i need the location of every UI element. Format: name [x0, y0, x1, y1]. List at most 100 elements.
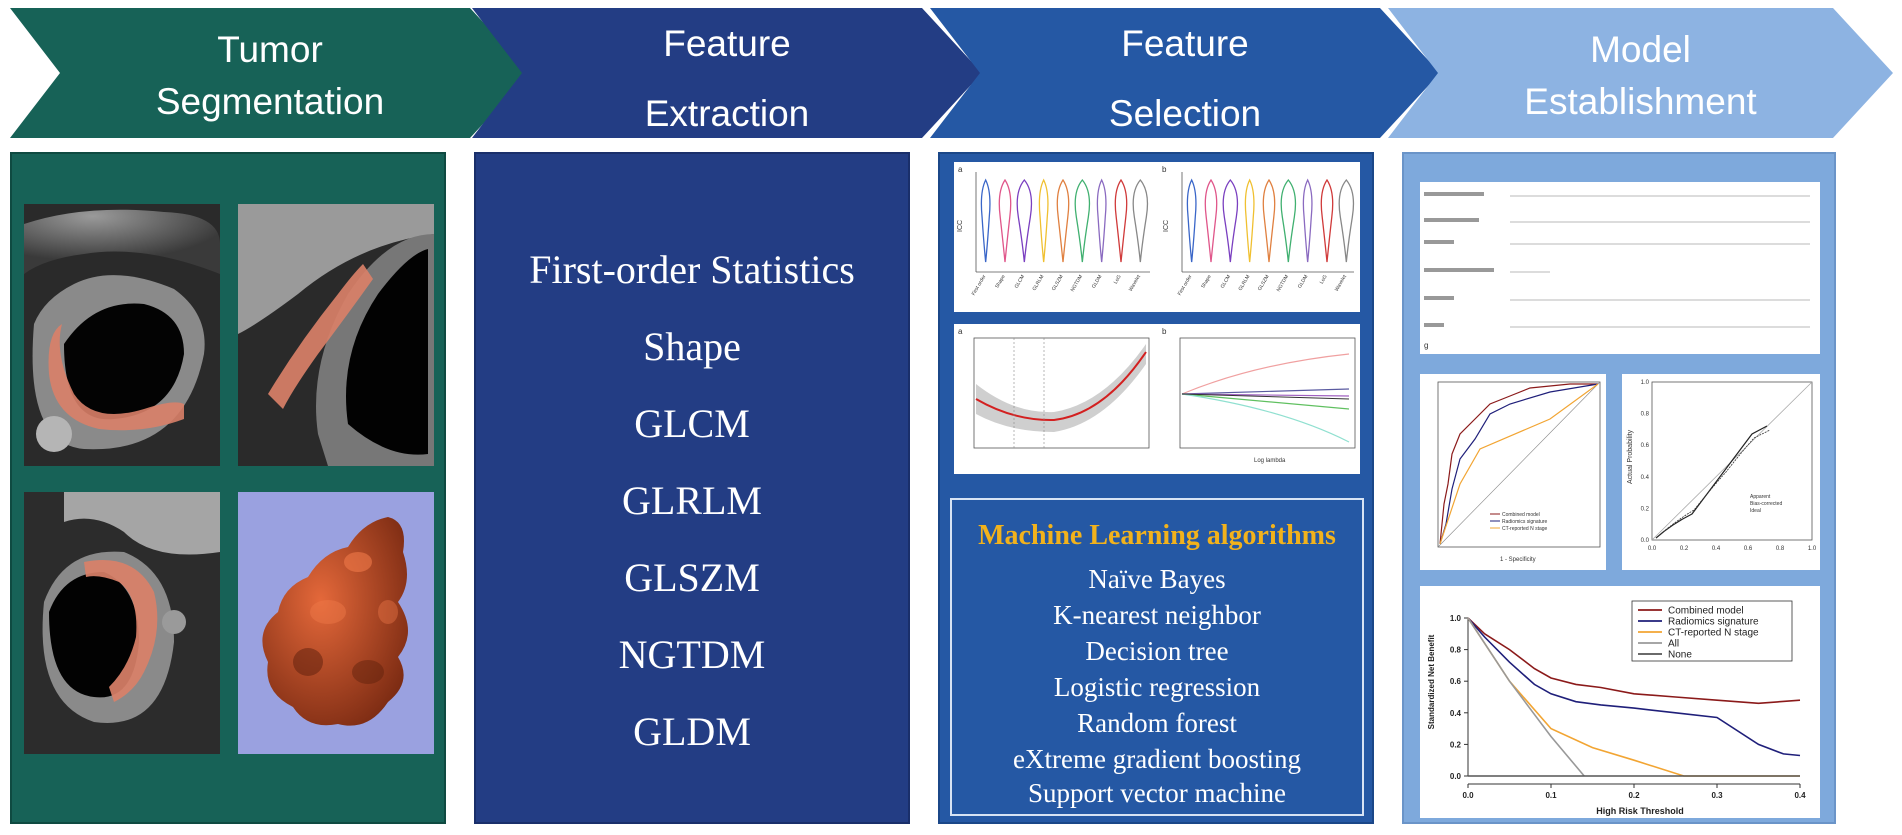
violin-shape	[1016, 178, 1033, 263]
dca-legend-label: Combined model	[1668, 606, 1744, 617]
chevron-shape	[930, 8, 1440, 138]
feature-class-item: GLDM	[633, 709, 751, 754]
violin-category-label: First order	[1177, 274, 1194, 297]
violin-shape	[1132, 178, 1149, 263]
stage-title-line2: Extraction	[644, 93, 810, 134]
ml-algorithm-item: Naïve Bayes	[1088, 564, 1226, 594]
violin-shape	[1114, 178, 1128, 263]
violin-category-label: First order	[971, 274, 988, 297]
stage-title-line1: Model	[1590, 29, 1691, 70]
calibration-x-tick-label: 0.4	[1712, 546, 1721, 552]
ml-algorithm-item: Decision tree	[1085, 636, 1229, 666]
calibration-legend-item: Apparent	[1750, 494, 1771, 500]
chevron-shape	[1388, 8, 1893, 138]
dca-y-tick-label: 0.4	[1450, 709, 1462, 718]
roc-legend-item: Radiomics signature	[1502, 519, 1548, 525]
violin-shape	[1302, 178, 1313, 263]
dca-legend-label: CT-reported N stage	[1668, 628, 1759, 639]
violin-a-ylabel: ICC	[957, 220, 964, 232]
ml-algorithms-box: Machine Learning algorithms Naïve Bayes …	[950, 498, 1364, 816]
lasso-b-xlabel: Log lambda	[1254, 458, 1286, 464]
violin-category-label: NGTDM	[1276, 274, 1290, 293]
dca-y-tick-label: 0.0	[1450, 772, 1462, 781]
nomogram: g	[1424, 192, 1810, 350]
feature-class-item: GLRLM	[622, 478, 762, 523]
dca-xlabel: High Risk Threshold	[1596, 806, 1684, 816]
stage-title-line2: Segmentation	[155, 81, 385, 122]
stage-title-line1: Feature	[1121, 23, 1249, 64]
violin-shape	[1056, 178, 1070, 263]
violin-category-label: NGTDM	[1070, 274, 1084, 293]
calibration-x-tick-label: 0.2	[1680, 546, 1689, 552]
violin-shape	[1244, 178, 1255, 263]
dca-legend-label: All	[1668, 639, 1679, 650]
dca-legend-label: None	[1668, 650, 1692, 661]
stage-title-line1: Feature	[663, 23, 791, 64]
ml-algorithm-item: Logistic regression	[1053, 672, 1261, 702]
dca-series-line	[1467, 617, 1585, 777]
dca-ylabel: Standardized Net Benefit	[1427, 634, 1436, 729]
dca-y-tick-label: 0.8	[1450, 646, 1462, 655]
violin-shape	[980, 178, 991, 263]
dca-x-tick-label: 0.3	[1711, 791, 1723, 800]
calibration-y-tick-label: 0.6	[1641, 443, 1650, 449]
violin-shape	[1262, 178, 1276, 263]
violin-category-label: GLDM	[1091, 274, 1103, 290]
roc-curve-card: Combined model Radiomics signature CT-re…	[1420, 374, 1606, 570]
chevron-shape	[10, 8, 530, 138]
dca-y-tick-label: 0.6	[1450, 677, 1462, 686]
roc-curve: Combined model Radiomics signature CT-re…	[1437, 381, 1601, 563]
stage-title-line2: Selection	[1108, 93, 1262, 134]
violin-group-a	[980, 178, 1149, 263]
calibration-ylabel: Actual Probability	[1627, 429, 1634, 484]
calibration-x-tick-label: 0.6	[1744, 546, 1753, 552]
calibration-y-tick-label: 0.0	[1641, 538, 1650, 544]
lasso-plots-card: a b Log lambda	[954, 324, 1360, 474]
violin-category-label: Wavelet	[1128, 273, 1142, 292]
ct-axial-image	[24, 204, 220, 466]
violin-category-label: GLSZM	[1257, 274, 1271, 292]
violin-group-b	[1186, 178, 1355, 263]
calibration-legend-item: Bias-corrected	[1750, 501, 1782, 507]
stage-header-tumor-segmentation: Tumor Segmentation	[10, 8, 530, 138]
ml-algorithm-item: eXtreme gradient boosting	[1013, 744, 1301, 774]
violin-shape	[1280, 178, 1297, 263]
violin-category-label: Wavelet	[1334, 273, 1348, 292]
stage-title-line2: Establishment	[1524, 81, 1757, 122]
model-establishment-panel: g Combined model Radiomics signature CT-…	[1402, 152, 1836, 824]
feature-class-item: GLSZM	[624, 555, 760, 600]
dca-x-tick-label: 0.4	[1794, 791, 1806, 800]
roc-legend-item: CT-reported N stage	[1502, 526, 1548, 532]
calibration-legend-item: Ideal	[1750, 508, 1761, 514]
ct-sagittal-image	[238, 204, 434, 466]
violin-category-label: LoG	[1113, 274, 1123, 285]
ml-algorithm-item: K-nearest neighbor	[1053, 600, 1261, 630]
calibration-y-tick-label: 0.4	[1641, 475, 1650, 481]
roc-legend-item: Combined model	[1502, 512, 1540, 518]
calibration-y-tick-label: 1.0	[1641, 380, 1650, 386]
violin-a-panel-label: a	[958, 165, 963, 174]
calibration-y-ticks: 0.00.20.40.60.81.0	[1641, 380, 1650, 544]
violin-category-label: GLRLM	[1032, 274, 1046, 292]
lasso-b-panel-label: b	[1162, 327, 1167, 336]
violin-shape	[1204, 178, 1218, 263]
calibration-y-tick-label: 0.2	[1641, 506, 1650, 512]
violin-shape	[1186, 178, 1197, 263]
violin-shape	[1074, 178, 1091, 263]
violin-shape	[1096, 178, 1107, 263]
dca-legend-label: Radiomics signature	[1668, 617, 1759, 628]
violin-category-label: GLSZM	[1051, 274, 1065, 292]
violin-category-label: GLCM	[1220, 274, 1232, 290]
violin-category-label: LoG	[1319, 274, 1329, 285]
ml-algorithms-title: Machine Learning algorithms	[978, 520, 1336, 551]
feature-class-item: GLCM	[634, 401, 750, 446]
